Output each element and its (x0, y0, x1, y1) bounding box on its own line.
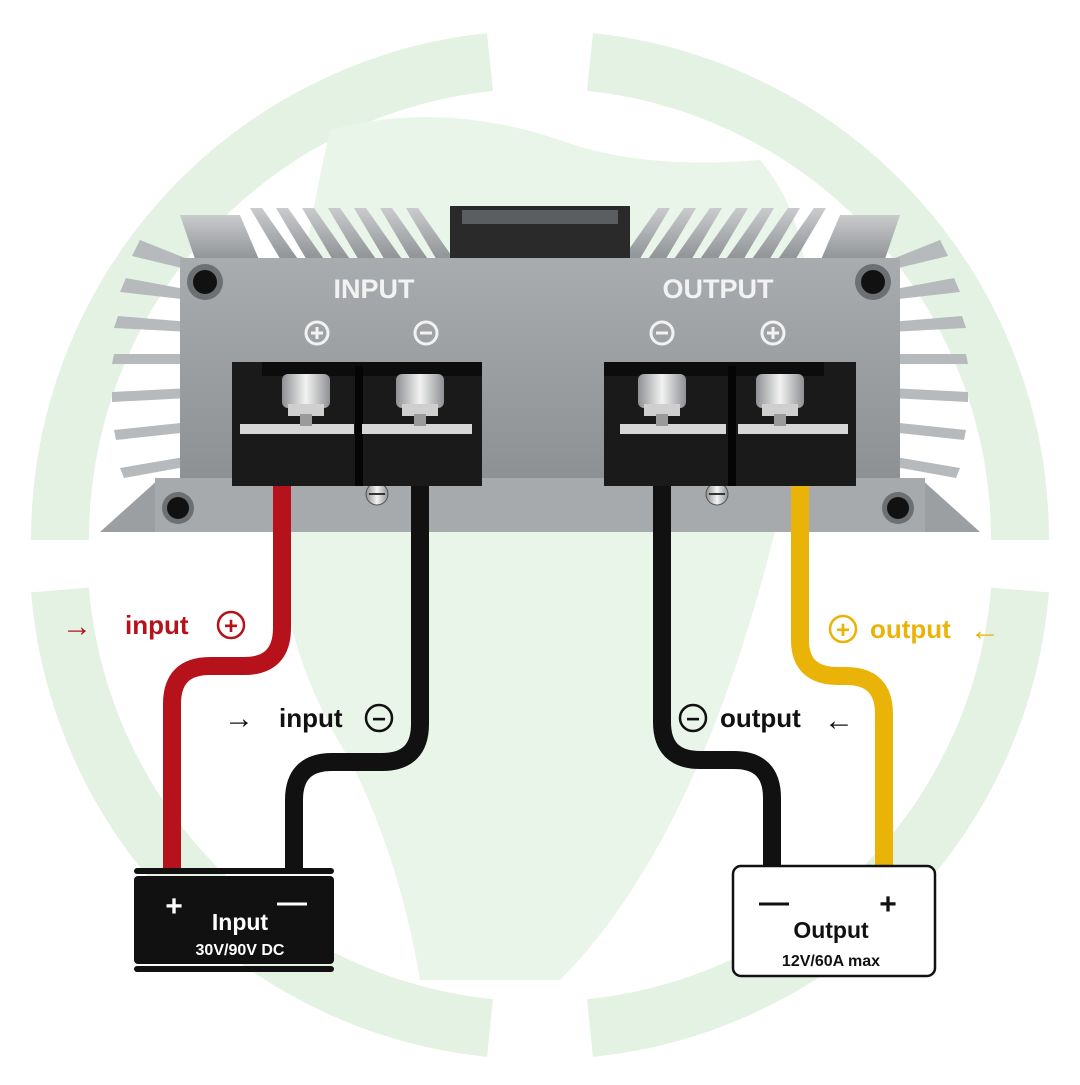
output-positive-terminal-screw (756, 374, 804, 426)
label-output-positive: + output ← (828, 614, 1000, 647)
label-output-positive-symbol: + (836, 617, 850, 644)
right-heatsink-fins (890, 240, 968, 478)
input-negative-terminal-screw (396, 374, 444, 426)
label-output-negative: − output ← (678, 703, 854, 737)
top-channel-lip (462, 210, 618, 224)
positive-circle-icon (828, 614, 858, 644)
terminal-symbol-input-negative-icon (413, 320, 439, 346)
label-input-negative-symbol: − (372, 706, 386, 733)
wire-output-positive (791, 486, 893, 868)
output-load-title: Output (793, 917, 869, 943)
input-positive-terminal-screw (282, 374, 330, 426)
input-source-body (134, 876, 334, 964)
arrow-left-icon: ← (970, 614, 1000, 647)
output-load: — + Output 12V/60A max (731, 864, 937, 978)
wire-output-negative (653, 486, 781, 868)
wire-input-positive (163, 486, 291, 872)
input-source-title: Input (212, 909, 269, 935)
output-load-minus: — (759, 886, 789, 919)
flange-face (155, 478, 925, 532)
arrow-right-icon: → (224, 702, 254, 735)
negative-circle-icon (678, 703, 708, 733)
label-input-positive-text: input (125, 610, 189, 640)
label-output-negative-symbol: − (686, 706, 700, 733)
terminal-symbol-output-positive-icon (760, 320, 786, 346)
terminal-symbol-output-negative-icon (649, 320, 675, 346)
label-output-negative-text: output (720, 703, 801, 733)
arrow-right-icon: → (62, 610, 92, 643)
output-negative-terminal-screw (638, 374, 686, 426)
label-input-negative-text: input (279, 703, 343, 733)
output-load-spec: 12V/60A max (782, 953, 880, 970)
top-heatsink-fins (180, 208, 900, 262)
input-source-battery: + — Input 30V/90V DC (134, 868, 334, 972)
label-input-negative: → input − (224, 702, 394, 735)
label-output-positive-text: output (870, 614, 951, 644)
label-input-positive-symbol: + (224, 613, 238, 640)
label-input-positive: → input + (62, 610, 246, 643)
input-terminal-block (232, 362, 482, 486)
input-source-plus: + (165, 890, 183, 923)
wires (163, 486, 893, 872)
output-load-plus: + (879, 888, 897, 921)
input-source-minus: — (277, 886, 307, 919)
input-source-spec: 30V/90V DC (196, 942, 285, 959)
arrow-left-icon: ← (824, 704, 854, 737)
converter-housing: INPUT OUTPUT (100, 206, 980, 532)
output-panel-title: OUTPUT (663, 274, 775, 304)
input-panel-title: INPUT (334, 274, 416, 304)
output-load-body (731, 864, 937, 978)
terminal-symbol-input-positive-icon (304, 320, 330, 346)
wire-input-negative (285, 486, 429, 872)
negative-circle-icon (364, 703, 394, 733)
positive-circle-icon (216, 610, 246, 640)
left-heatsink-fins (112, 240, 190, 478)
